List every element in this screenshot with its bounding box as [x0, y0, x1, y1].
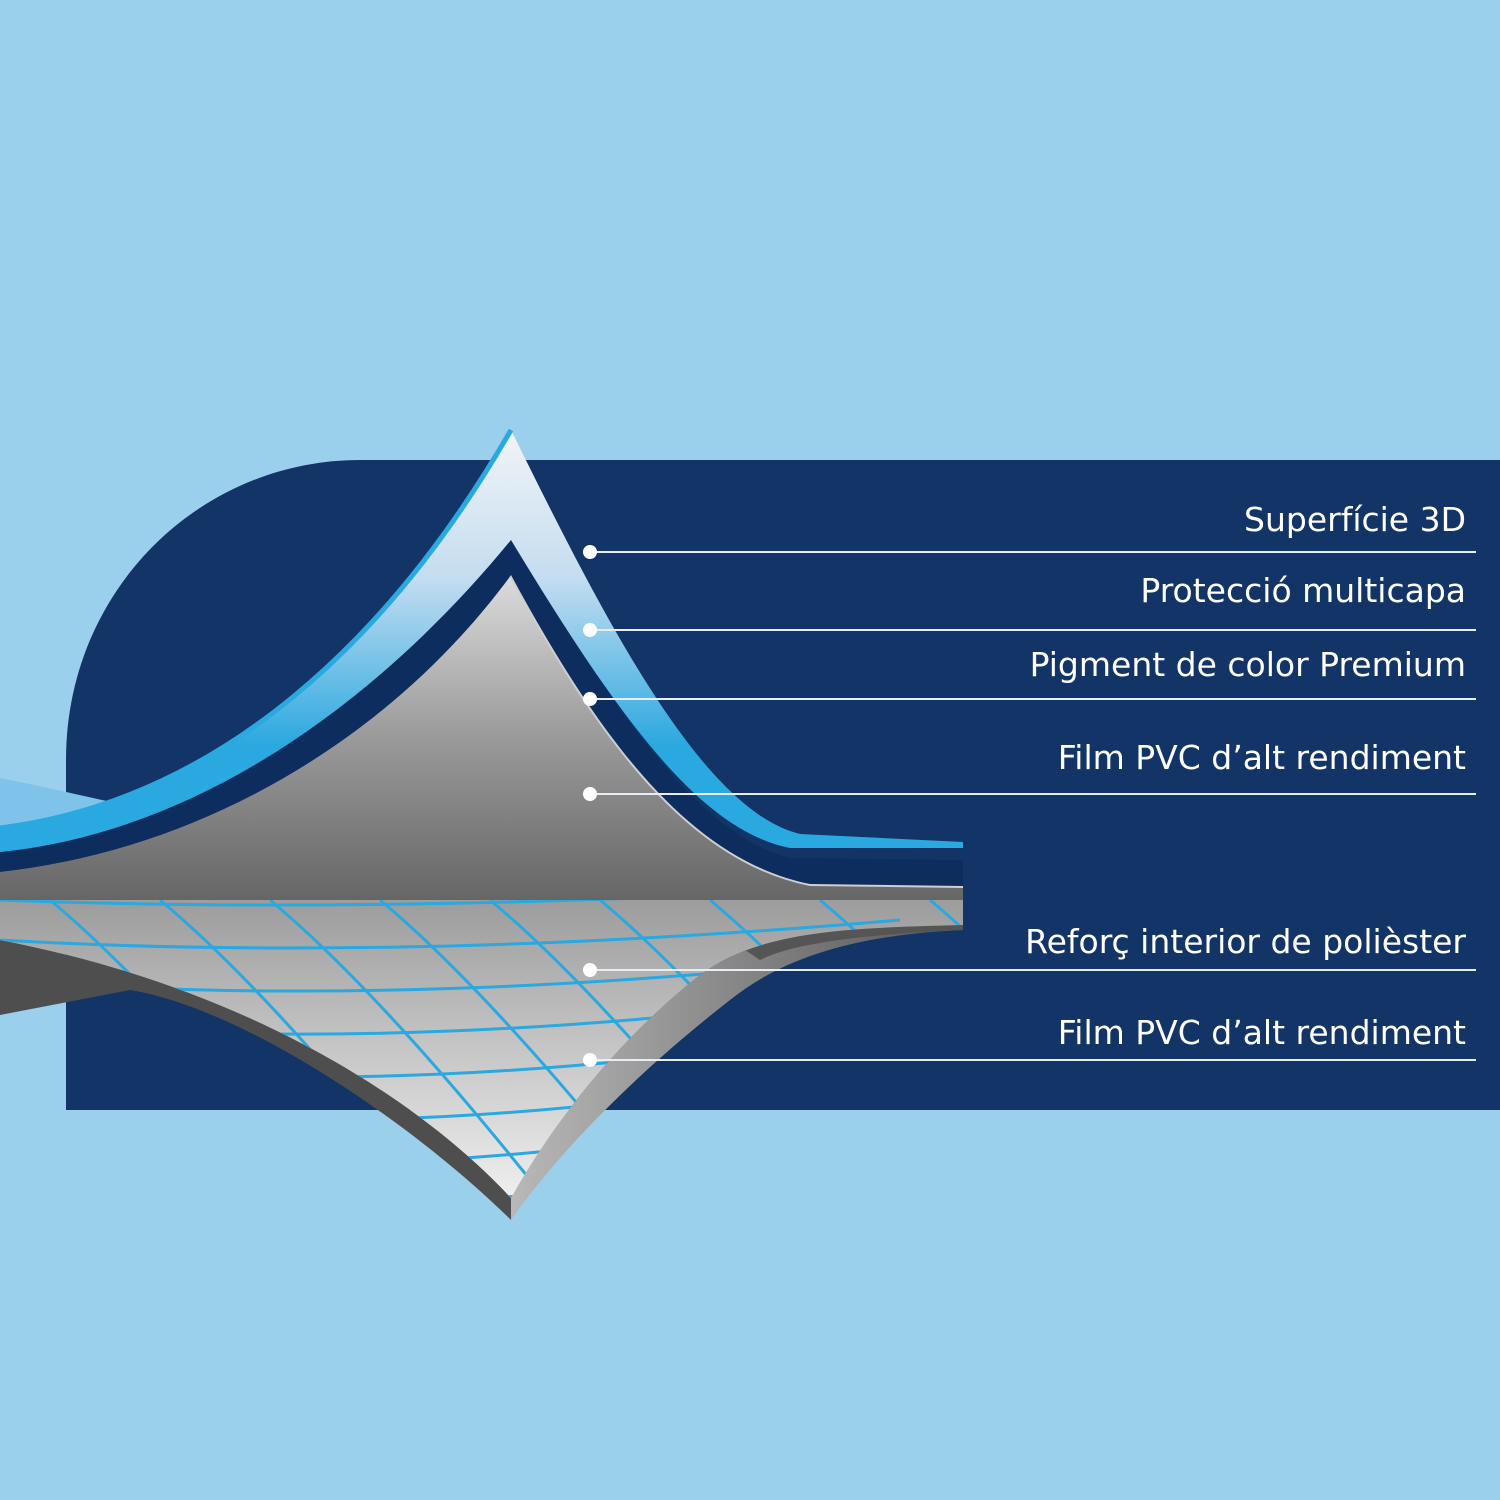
callout-dot: [583, 1053, 597, 1067]
callout-dot: [583, 963, 597, 977]
label-surface-3d: Superfície 3D: [1244, 500, 1466, 539]
label-pvc-film-top: Film PVC d’alt rendiment: [1057, 738, 1466, 777]
label-pvc-film-bottom: Film PVC d’alt rendiment: [1057, 1013, 1466, 1052]
label-multilayer-protection: Protecció multicapa: [1140, 571, 1466, 610]
label-polyester-reinforcement: Reforç interior de polièster: [1025, 922, 1466, 961]
protection-layer: [0, 540, 963, 886]
pvc-film-bottom-side-dark: [0, 940, 511, 1220]
pigment-layer: [0, 575, 963, 900]
callout-dot: [583, 787, 597, 801]
surface-3d-layer: [0, 430, 963, 852]
pvc-film-bottom-side-light: [511, 925, 963, 1220]
callout-dot: [583, 545, 597, 559]
callout-dot: [583, 692, 597, 706]
left-light-edge: [0, 778, 140, 828]
label-premium-pigment: Pigment de color Premium: [1029, 645, 1466, 684]
grid-line: [0, 898, 901, 907]
grid-line: [0, 918, 901, 950]
callout-dot: [583, 623, 597, 637]
surface-3d-edge: [0, 428, 514, 831]
